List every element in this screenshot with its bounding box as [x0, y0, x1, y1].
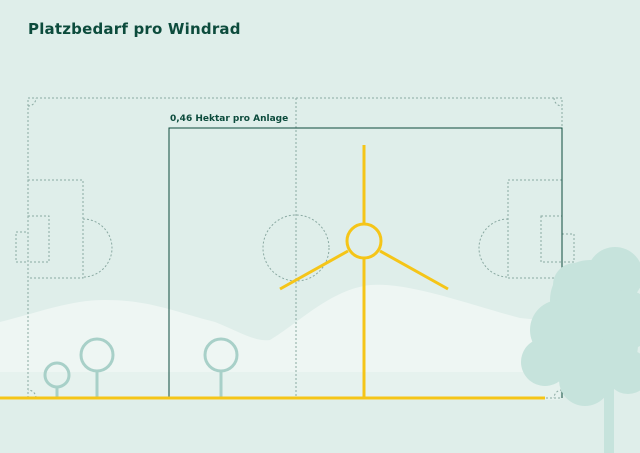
area-outline [168, 127, 563, 398]
area-label: 0,46 Hektar pro Anlage [170, 114, 289, 124]
background-hills [0, 284, 560, 372]
tree-icon [79, 337, 115, 398]
large-tree-icon [521, 247, 640, 453]
page-title: Platzbedarf pro Windrad [28, 20, 241, 38]
ground-band [0, 372, 560, 400]
wind-turbine-icon [279, 145, 449, 398]
tree-icon [203, 337, 239, 398]
tree-icon [43, 361, 71, 398]
